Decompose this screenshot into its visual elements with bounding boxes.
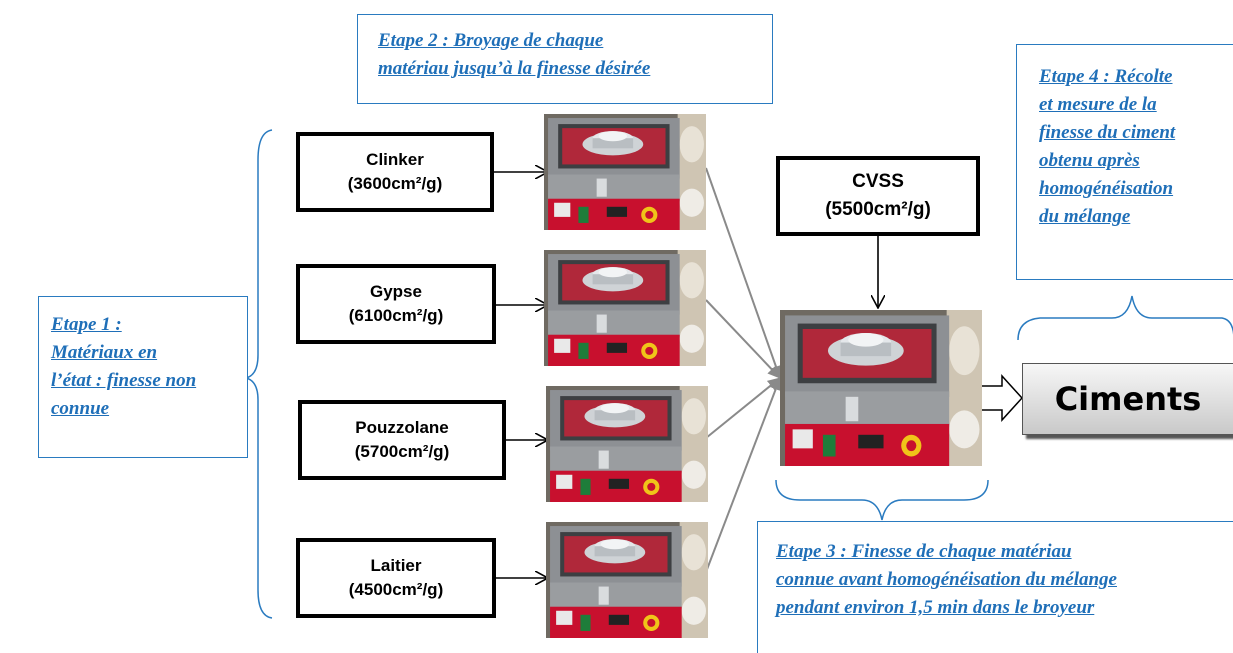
grey-arrow-1	[705, 167, 782, 379]
step3-note: Etape 3 : Finesse de chaque matériau con…	[757, 521, 1233, 653]
grinder-image-4	[546, 522, 708, 638]
material-fineness: (4500cm²/g)	[348, 580, 444, 599]
ciments-box: Ciments	[1022, 363, 1233, 435]
step3-line-3: pendant environ 1,5 min dans le broyeur	[776, 597, 1095, 618]
grinder-image-2	[544, 250, 706, 366]
grey-arrow-4	[705, 377, 782, 573]
material-fineness: (6100cm²/g)	[348, 306, 444, 325]
material-name: Laitier	[370, 556, 422, 575]
grinder-image-center	[780, 310, 982, 466]
grey-arrow-3	[705, 377, 781, 439]
material-box-clinker: Clinker (3600cm²/g)	[296, 132, 494, 212]
top-brace	[1017, 295, 1233, 341]
step4-line-3: finesse du ciment	[1039, 122, 1176, 143]
step2-line-1: Etape 2 : Broyage de chaque	[378, 30, 604, 51]
step2-note: Etape 2 : Broyage de chaque matériau jus…	[357, 14, 773, 104]
grey-arrow-2	[705, 299, 781, 379]
material-name: Gypse	[370, 282, 422, 301]
material-name: Pouzzolane	[355, 418, 449, 437]
step4-line-1: Etape 4 : Récolte	[1039, 66, 1173, 87]
step1-line-1: Etape 1 :	[51, 314, 122, 335]
step1-line-2: Matériaux en	[51, 342, 158, 363]
material-box-laitier: Laitier (4500cm²/g)	[296, 538, 496, 618]
step4-line-2: et mesure de la	[1039, 94, 1157, 115]
left-brace	[245, 129, 273, 619]
cvss-name: CVSS	[852, 171, 904, 192]
material-name: Clinker	[366, 150, 424, 169]
bottom-brace	[775, 479, 989, 521]
material-box-gypse: Gypse (6100cm²/g)	[296, 264, 496, 344]
step3-line-2: connue avant homogénéisation du mélange	[776, 569, 1117, 590]
step1-note: Etape 1 : Matériaux en l’état : finesse …	[38, 296, 248, 458]
cvss-fineness: (5500cm²/g)	[825, 199, 931, 220]
step4-note: Etape 4 : Récolte et mesure de la finess…	[1016, 44, 1233, 280]
material-box-pouzzolane: Pouzzolane (5700cm²/g)	[298, 400, 506, 480]
step4-line-6: du mélange	[1039, 206, 1131, 227]
step4-line-4: obtenu après	[1039, 150, 1140, 171]
step1-line-3: l’état : finesse non	[51, 370, 197, 391]
material-fineness: (5700cm²/g)	[354, 442, 450, 461]
step4-line-5: homogénéisation	[1039, 178, 1174, 199]
block-arrow-to-ciments	[979, 374, 1024, 422]
material-fineness: (3600cm²/g)	[347, 174, 443, 193]
step3-line-1: Etape 3 : Finesse de chaque matériau	[776, 541, 1072, 562]
step1-line-4: connue	[51, 398, 110, 419]
grinder-image-3	[546, 386, 708, 502]
cvss-box: CVSS (5500cm²/g)	[776, 156, 980, 236]
grinder-image-1	[544, 114, 706, 230]
step2-line-2: matériau jusqu’à la finesse désirée	[378, 58, 651, 79]
